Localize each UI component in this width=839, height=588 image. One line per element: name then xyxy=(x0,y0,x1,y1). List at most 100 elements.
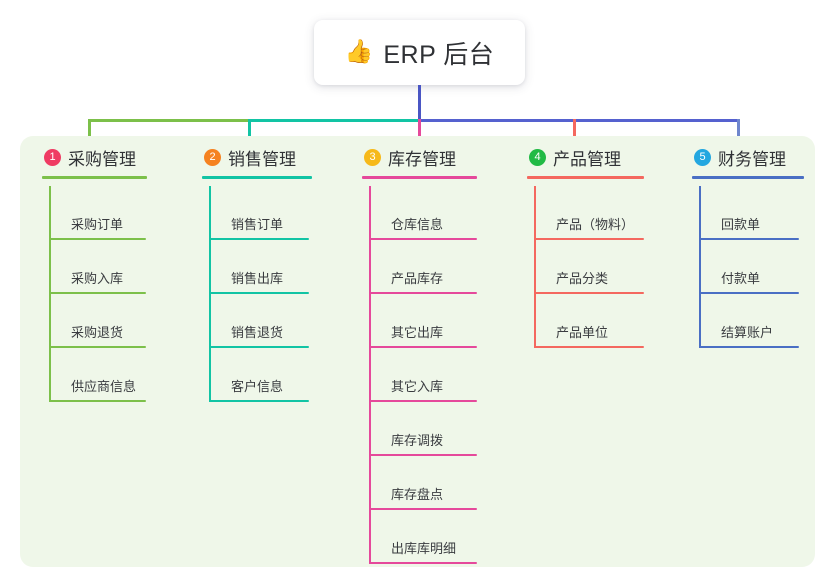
branch-spine xyxy=(534,186,536,348)
branch-item[interactable]: 产品（物料） xyxy=(534,186,644,240)
branch-item-underline xyxy=(209,292,309,294)
branch-header-5[interactable]: 5 财务管理 xyxy=(692,145,804,179)
branch-item-label: 销售订单 xyxy=(231,217,284,232)
branch-item-label: 采购入库 xyxy=(71,271,124,286)
branch-item-label: 付款单 xyxy=(721,271,761,286)
branch-number-badge: 5 xyxy=(694,148,711,166)
branch-item-underline xyxy=(49,238,146,240)
branch-title: 库存管理 xyxy=(388,149,456,169)
branch-item-underline xyxy=(49,292,146,294)
branch-item-underline xyxy=(369,292,477,294)
branches-panel xyxy=(20,136,815,567)
branch-item-underline xyxy=(369,454,477,456)
branch-item-underline xyxy=(699,292,799,294)
branch-number-badge: 4 xyxy=(529,148,546,166)
branch-item-underline xyxy=(49,400,146,402)
branch-item-label: 结算账户 xyxy=(721,325,774,340)
branch-item[interactable]: 产品分类 xyxy=(534,240,644,294)
root-node-content: 👍 ERP 后台 xyxy=(345,35,495,71)
branch-item[interactable]: 产品单位 xyxy=(534,294,644,348)
branch-item[interactable]: 客户信息 xyxy=(209,348,309,402)
root-node-title: ERP 后台 xyxy=(383,40,495,69)
branch-header-2[interactable]: 2 销售管理 xyxy=(202,145,312,179)
connector-bar-segment-right xyxy=(420,119,740,122)
branch-item-underline xyxy=(209,238,309,240)
branch-item[interactable]: 销售退货 xyxy=(209,294,309,348)
connector-bar-segment-mid xyxy=(248,119,421,122)
branch-item-label: 其它入库 xyxy=(391,379,444,394)
branch-item-label: 其它出库 xyxy=(391,325,444,340)
branch-item[interactable]: 采购退货 xyxy=(49,294,146,348)
branch-item[interactable]: 库存调拨 xyxy=(369,402,477,456)
branch-spine xyxy=(49,186,51,402)
branch-header-4[interactable]: 4 产品管理 xyxy=(527,145,644,179)
branch-item-label: 产品单位 xyxy=(556,325,609,340)
branch-header-3[interactable]: 3 库存管理 xyxy=(362,145,477,179)
branch-item[interactable]: 付款单 xyxy=(699,240,799,294)
branch-item-label: 产品（物料） xyxy=(556,217,635,232)
branch-item-label: 客户信息 xyxy=(231,379,284,394)
root-node-card[interactable]: 👍 ERP 后台 xyxy=(314,20,525,85)
branch-item-label: 销售出库 xyxy=(231,271,284,286)
branch-item-underline xyxy=(369,400,477,402)
branch-title: 采购管理 xyxy=(68,149,136,169)
connector-bar-segment-left xyxy=(88,119,248,122)
branch-number-badge: 1 xyxy=(44,148,61,166)
branch-spine xyxy=(369,186,371,564)
branch-column-3: 3 库存管理仓库信息产品库存其它出库其它入库库存调拨库存盘点出库库明细 xyxy=(362,145,477,564)
branch-item[interactable]: 销售订单 xyxy=(209,186,309,240)
branch-item-label: 出库库明细 xyxy=(391,541,457,556)
branch-item-underline xyxy=(534,238,644,240)
branch-item-label: 供应商信息 xyxy=(71,379,137,394)
branch-item[interactable]: 产品库存 xyxy=(369,240,477,294)
branch-item[interactable]: 其它出库 xyxy=(369,294,477,348)
branch-item-underline xyxy=(534,292,644,294)
branch-column-1: 1 采购管理采购订单采购入库采购退货供应商信息 xyxy=(42,145,147,402)
branch-item[interactable]: 库存盘点 xyxy=(369,456,477,510)
branch-item-underline xyxy=(369,346,477,348)
branch-item[interactable]: 供应商信息 xyxy=(49,348,146,402)
branch-item-label: 库存盘点 xyxy=(391,487,444,502)
branch-item-label: 采购退货 xyxy=(71,325,124,340)
branch-header-1[interactable]: 1 采购管理 xyxy=(42,145,147,179)
branch-item-underline xyxy=(369,238,477,240)
branch-item-underline xyxy=(49,346,146,348)
branch-item-label: 产品分类 xyxy=(556,271,609,286)
branch-underline xyxy=(362,176,477,179)
branch-item-underline xyxy=(369,562,477,564)
branch-number-badge: 3 xyxy=(364,148,381,166)
trunk-connector xyxy=(418,85,421,122)
branch-item-underline xyxy=(369,508,477,510)
branch-spine xyxy=(699,186,701,348)
branch-spine xyxy=(209,186,211,402)
branch-item-underline xyxy=(209,400,309,402)
branch-number-badge: 2 xyxy=(204,148,221,166)
branch-underline xyxy=(42,176,147,179)
branch-item-label: 产品库存 xyxy=(391,271,444,286)
branch-underline xyxy=(527,176,644,179)
branch-underline xyxy=(692,176,804,179)
branch-item[interactable]: 结算账户 xyxy=(699,294,799,348)
branch-item[interactable]: 采购订单 xyxy=(49,186,146,240)
branch-column-2: 2 销售管理销售订单销售出库销售退货客户信息 xyxy=(202,145,312,402)
branch-underline xyxy=(202,176,312,179)
branch-item[interactable]: 销售出库 xyxy=(209,240,309,294)
branch-item[interactable]: 出库库明细 xyxy=(369,510,477,564)
branch-column-5: 5 财务管理回款单付款单结算账户 xyxy=(692,145,804,348)
branch-item-underline xyxy=(209,346,309,348)
branch-item-label: 回款单 xyxy=(721,217,761,232)
branch-item[interactable]: 采购入库 xyxy=(49,240,146,294)
branch-column-4: 4 产品管理产品（物料） 产品分类产品单位 xyxy=(527,145,644,348)
branch-item-label: 仓库信息 xyxy=(391,217,444,232)
branch-title: 产品管理 xyxy=(553,149,621,169)
branch-item-underline xyxy=(534,346,644,348)
branch-item[interactable]: 其它入库 xyxy=(369,348,477,402)
branch-item-underline xyxy=(699,238,799,240)
branch-item-label: 采购订单 xyxy=(71,217,124,232)
branch-title: 销售管理 xyxy=(228,149,296,169)
branch-item[interactable]: 回款单 xyxy=(699,186,799,240)
branch-item-underline xyxy=(699,346,799,348)
branch-title: 财务管理 xyxy=(718,149,786,169)
branch-item[interactable]: 仓库信息 xyxy=(369,186,477,240)
